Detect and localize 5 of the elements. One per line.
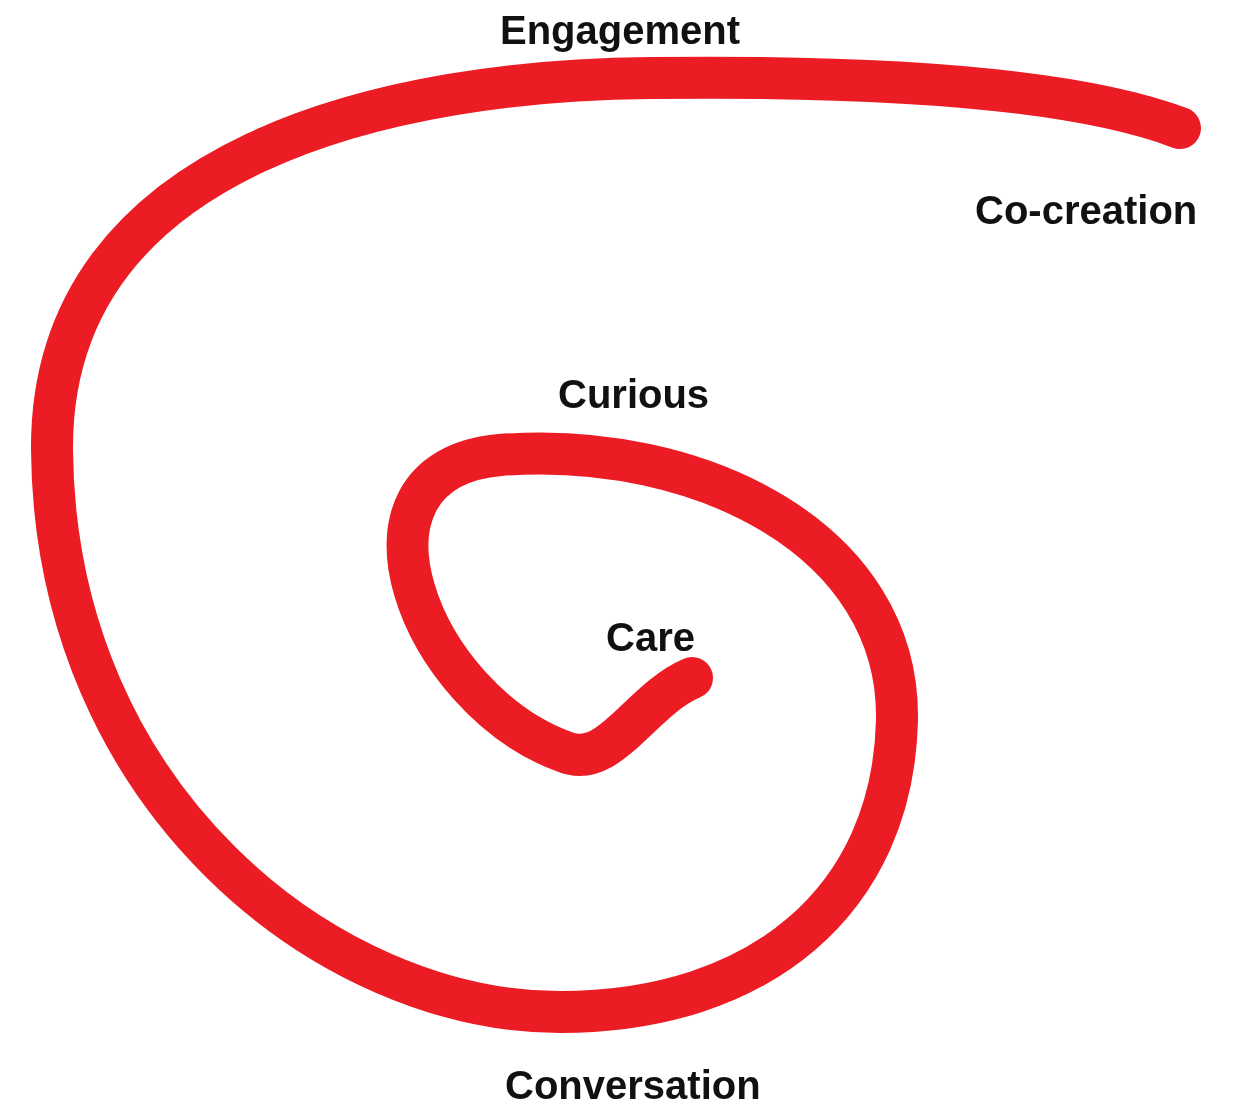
stage-label: Co-creation: [975, 190, 1198, 230]
stage-label: Conversation: [505, 1065, 761, 1103]
stage-label: Curious: [558, 374, 710, 414]
stage-label: Engagement: [500, 10, 741, 50]
stage-label: Care: [606, 617, 695, 657]
